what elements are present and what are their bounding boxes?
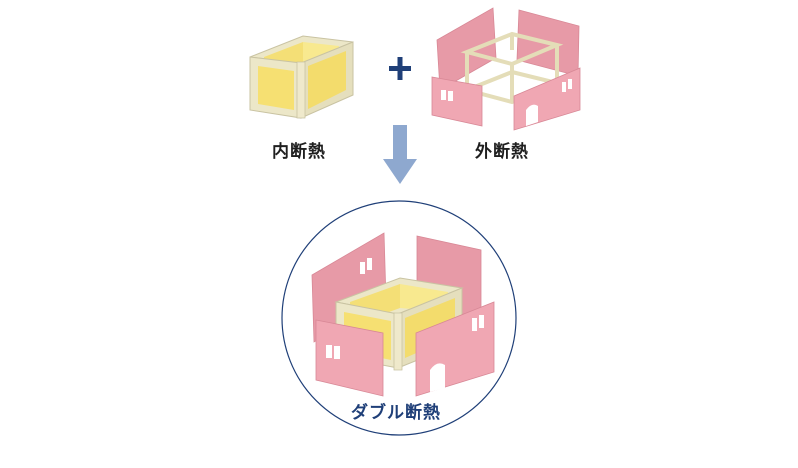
double-insulation-icon	[311, 232, 495, 397]
double-insulation-circle	[281, 200, 517, 436]
double-insulation-label: ダブル断熱	[351, 403, 441, 423]
outer-insulation-label: 外断熱	[475, 142, 529, 162]
inner-insulation-label: 内断熱	[272, 142, 326, 162]
outer-insulation-exploded-icon	[431, 7, 581, 131]
inner-insulation-box-icon	[249, 35, 354, 119]
down-arrow-icon	[383, 125, 417, 184]
plus-icon	[389, 57, 411, 80]
